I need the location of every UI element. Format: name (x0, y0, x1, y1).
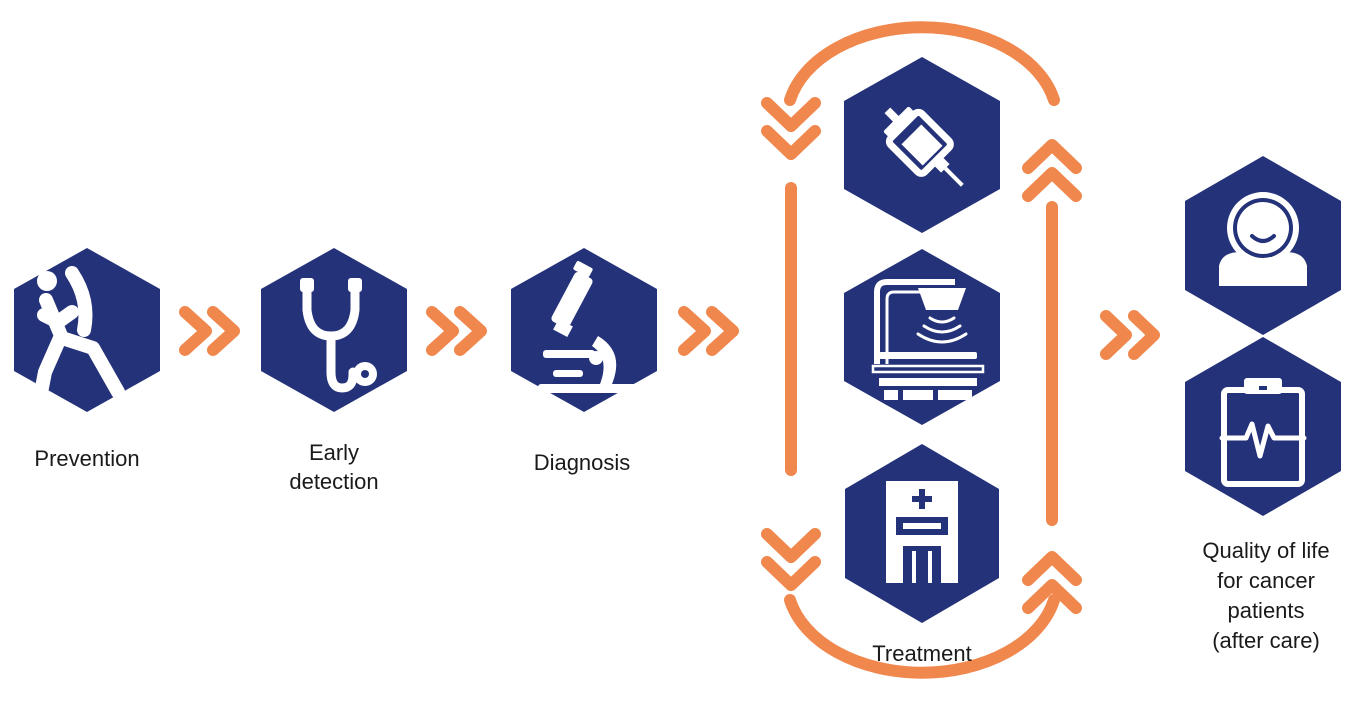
stage-early-detection (261, 248, 407, 412)
stage-prevention (14, 248, 160, 412)
stethoscope-icon (300, 278, 377, 393)
patient-person-icon (1219, 192, 1307, 286)
next-stage-arrow (1100, 310, 1160, 360)
label-treatment: Treatment (872, 641, 972, 666)
stage-diagnosis (511, 248, 657, 412)
hexagon (1185, 337, 1341, 516)
next-stage-arrow (678, 306, 739, 356)
label-early-detection: Early detection (289, 440, 379, 494)
stage-treatment (761, 21, 1082, 679)
syringe-icon (883, 106, 964, 187)
label-prevention: Prevention (34, 446, 140, 471)
exercise-person-icon (33, 266, 125, 405)
next-stage-arrow (426, 306, 487, 356)
stage-quality-of-life (1185, 156, 1341, 516)
health-chart-clipboard-icon (1219, 378, 1307, 487)
hexagon (511, 248, 657, 412)
treatment-cycle-loop (761, 21, 1082, 679)
radiotherapy-machine-icon (871, 279, 985, 400)
hospital-icon (886, 481, 958, 583)
microscope-icon (538, 261, 636, 393)
label-quality-of-life: Quality of life for cancer patients (aft… (1202, 538, 1330, 653)
next-stage-arrow (179, 306, 240, 356)
label-diagnosis: Diagnosis (533, 450, 631, 475)
